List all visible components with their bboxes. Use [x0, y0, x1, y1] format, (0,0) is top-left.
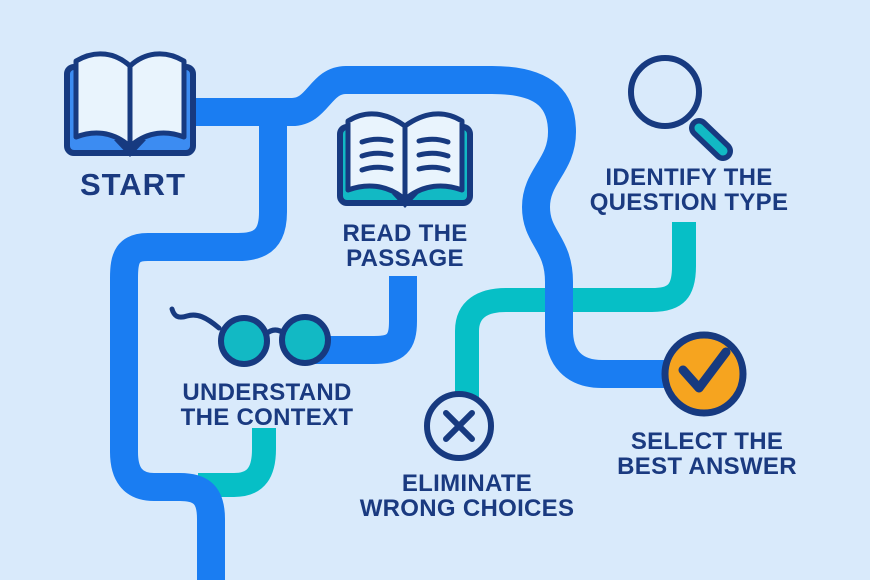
step-label-line: QUESTION TYPE: [589, 189, 789, 216]
step-label-line: UNDERSTAND: [182, 379, 352, 406]
glasses-icon: [169, 306, 331, 367]
step-label-line: THE CONTEXT: [180, 404, 354, 431]
x-circle-icon: [424, 391, 494, 461]
step-label-line: SELECT THE: [630, 428, 784, 455]
magnifying-glass-icon: [628, 55, 733, 161]
step-label-select-the-best-answer: SELECT THE BEST ANSWER: [617, 429, 797, 479]
blue-path-main: [182, 66, 676, 388]
step-label-read-the-passage: READ THE PASSAGE: [342, 221, 467, 271]
step-label-line: ELIMINATE: [401, 470, 533, 497]
step-label-line: READ THE: [342, 220, 468, 247]
step-label-understand-the-context: UNDERSTAND THE CONTEXT: [181, 380, 354, 430]
step-label-line: WRONG CHOICES: [359, 495, 575, 522]
step-label-line: PASSAGE: [346, 245, 464, 272]
step-label-start: START: [80, 169, 186, 201]
teal-path-understand-connector: [198, 428, 276, 497]
step-label-eliminate-wrong-choices: ELIMINATE WRONG CHOICES: [360, 471, 575, 521]
step-label-line: BEST ANSWER: [617, 453, 797, 480]
step-label-line: IDENTIFY THE: [605, 164, 773, 191]
open-book-icon: [64, 51, 196, 157]
step-label-identify-the-question-type: IDENTIFY THE QUESTION TYPE: [590, 165, 789, 215]
blue-path-serpentine: [110, 110, 287, 580]
blue-path-read-connector: [314, 276, 417, 364]
teal-path-identify-connector: [455, 222, 696, 402]
open-book-text-icon: [337, 111, 473, 208]
step-label-start-text: START: [79, 167, 187, 202]
check-circle-icon: [661, 331, 747, 417]
